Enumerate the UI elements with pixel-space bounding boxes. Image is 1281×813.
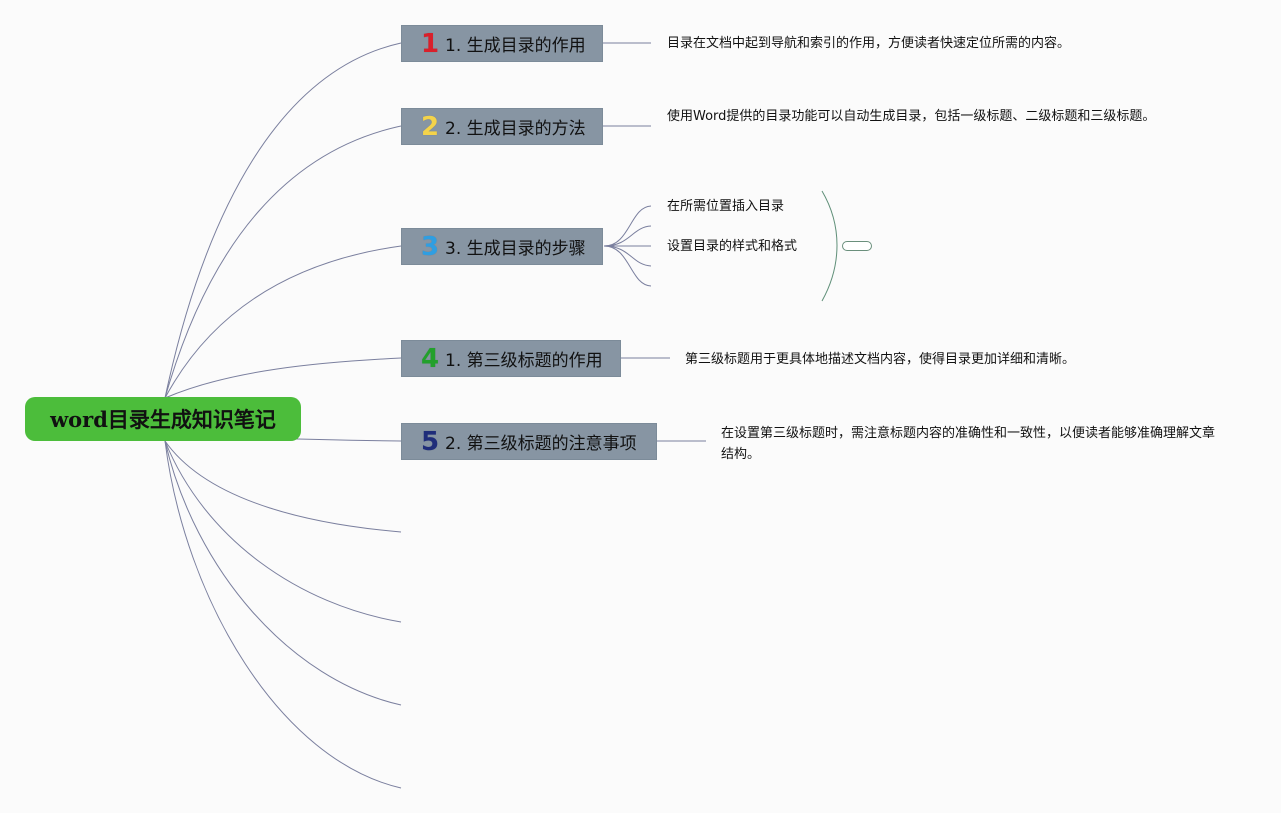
number-5-icon: 5	[421, 426, 440, 457]
topic-note: 在设置第三级标题时，需注意标题内容的准确性和一致性，以便读者能够准确理解文章结构…	[721, 426, 1216, 462]
branch-line-4	[164, 357, 402, 399]
topic-label: 2. 第三级标题的注意事项	[445, 434, 637, 454]
topic-2[interactable]: 2 2. 生成目录的方法	[401, 108, 603, 145]
branch-line-2	[164, 125, 402, 399]
number-4-icon: 4	[421, 343, 440, 374]
number-3-icon: 3	[421, 231, 440, 262]
topic-label: 3. 生成目录的步骤	[445, 239, 586, 259]
summary-node[interactable]	[842, 241, 872, 251]
sub-connector-5	[603, 245, 652, 287]
topic-label: 1. 第三级标题的作用	[445, 351, 603, 371]
number-2-icon: 2	[421, 111, 440, 142]
topic-1[interactable]: 1 1. 生成目录的作用	[401, 25, 603, 62]
sub-connector-2	[603, 225, 652, 247]
root-title: word目录生成知识笔记	[50, 407, 276, 432]
subtopic-item[interactable]: 设置目录的样式和格式	[667, 239, 798, 254]
topic-label: 1. 生成目录的作用	[445, 36, 586, 56]
branch-line-9	[164, 440, 402, 789]
branch-line-7	[164, 440, 402, 623]
branch-line-1	[164, 42, 402, 399]
number-1-icon: 1	[421, 28, 440, 59]
topic-note: 使用Word提供的目录功能可以自动生成目录，包括一级标题、二级标题和三级标题。	[667, 109, 1156, 124]
branch-line-8	[164, 440, 402, 706]
subtopic-item[interactable]: 在所需位置插入目录	[667, 199, 785, 214]
topic-3[interactable]: 3 3. 生成目录的步骤	[401, 228, 603, 265]
root-topic[interactable]: word目录生成知识笔记	[25, 397, 301, 441]
topic-note: 第三级标题用于更具体地描述文档内容，使得目录更加详细和清晰。	[685, 352, 1076, 367]
topic-4[interactable]: 4 1. 第三级标题的作用	[401, 340, 621, 377]
topic-label: 2. 生成目录的方法	[445, 119, 586, 139]
sub-connector-1	[603, 205, 652, 247]
branch-line-6	[164, 440, 402, 533]
topic-note: 目录在文档中起到导航和索引的作用，方便读者快速定位所需的内容。	[667, 36, 1071, 51]
summary-bracket	[821, 190, 838, 302]
topic-5[interactable]: 5 2. 第三级标题的注意事项	[401, 423, 657, 460]
branch-line-3	[164, 245, 402, 399]
